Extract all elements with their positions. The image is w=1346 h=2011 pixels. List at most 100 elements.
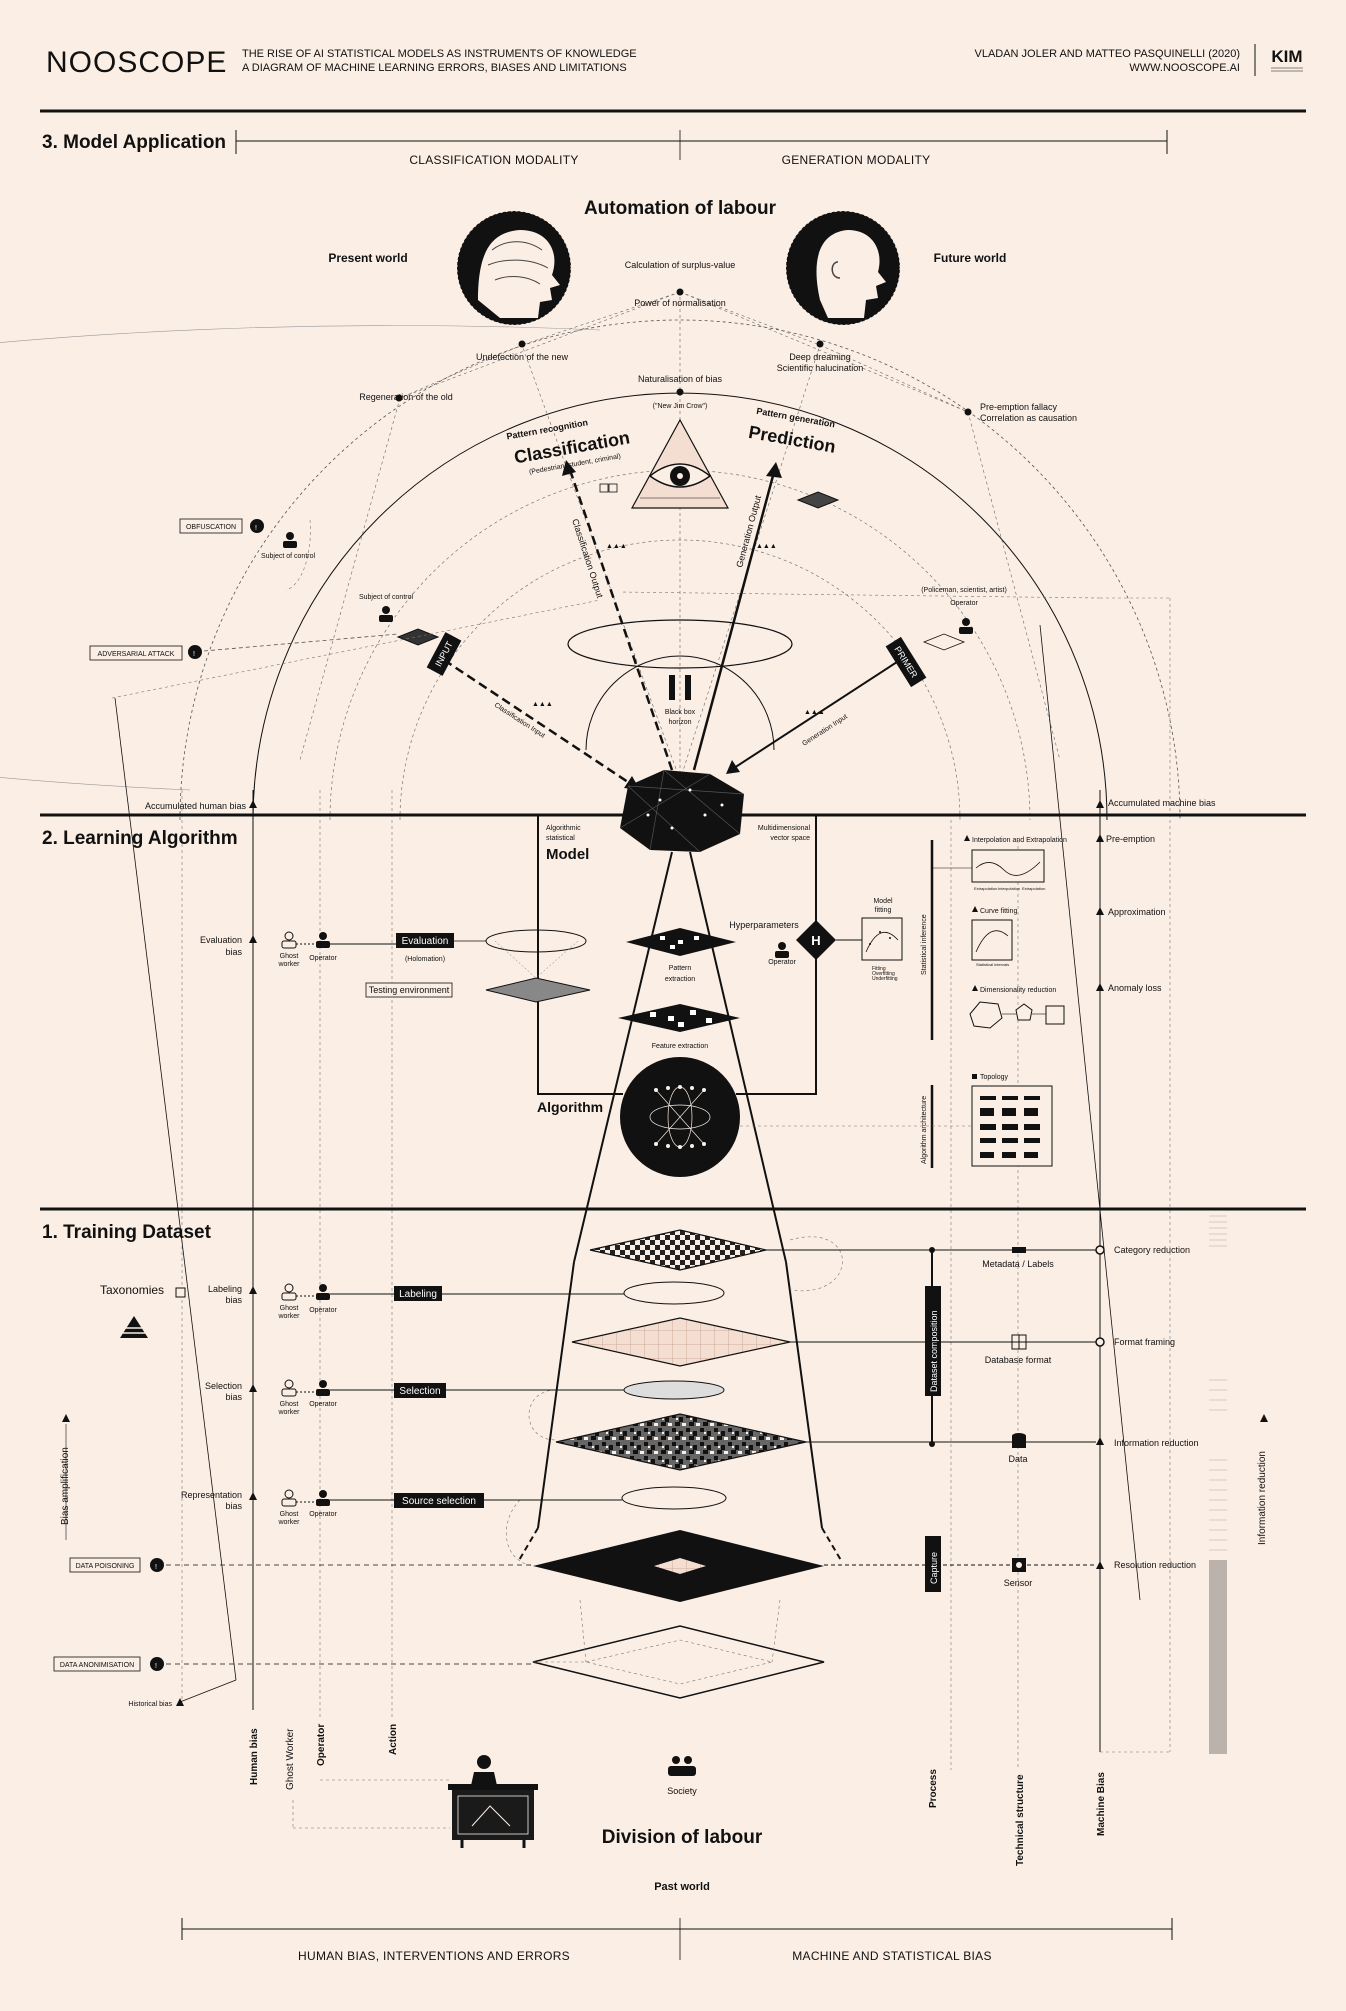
model-fitting-2: fitting xyxy=(875,907,892,914)
eye-pyramid-icon xyxy=(630,418,730,509)
scientific-hallucination: Scientific halucination xyxy=(777,363,864,373)
statistical-label: statistical xyxy=(546,835,575,842)
deep-dreaming: Deep dreaming xyxy=(789,352,851,362)
future-world-head-icon xyxy=(785,210,901,326)
svg-text:▲▲▲: ▲▲▲ xyxy=(532,701,553,708)
present-world: Present world xyxy=(328,251,407,265)
topology-grid-chart xyxy=(971,1085,1053,1167)
algorithm-architecture: Algorithm architecture xyxy=(921,1096,928,1164)
ghost-worker-source-2: worker xyxy=(277,1519,300,1526)
fitting-legend-1: Fitting xyxy=(872,966,886,972)
h-label: H xyxy=(811,933,820,948)
testing-environment-tag[interactable]: Testing environment xyxy=(365,982,453,998)
sensor-layer xyxy=(533,1530,824,1602)
interpolation-chart xyxy=(971,849,1045,883)
primer-tag[interactable]: PRIMER xyxy=(885,636,927,688)
society-icon xyxy=(668,1756,696,1776)
evaluation-button[interactable]: Evaluation xyxy=(396,933,454,948)
model-fitting-1: Model xyxy=(873,898,893,905)
footer-human-bias: HUMAN BIAS, INTERVENTIONS AND ERRORS xyxy=(298,1949,570,1963)
algorithm-label: Algorithm xyxy=(537,1099,603,1115)
statistical-intervals: Statistical intervals xyxy=(976,962,1009,967)
classification-modality: CLASSIFICATION MODALITY xyxy=(409,153,578,167)
subtitle-line-1: THE RISE OF AI STATISTICAL MODELS AS INS… xyxy=(242,48,637,60)
application-lens xyxy=(567,619,793,669)
subtitle-line-2: A DIAGRAM OF MACHINE LEARNING ERRORS, BI… xyxy=(242,62,627,74)
adversarial-attack-label: ADVERSARIAL ATTACK xyxy=(98,651,175,658)
subject-of-control-icon xyxy=(283,532,297,548)
ghost-worker-label-2: worker xyxy=(277,1313,300,1320)
operator-icon-application xyxy=(959,618,973,634)
labeling-bias-2: bias xyxy=(225,1295,242,1305)
anomaly-loss: Anomaly loss xyxy=(1108,983,1162,993)
adversarial-attack-tag[interactable]: ADVERSARIAL ATTACK xyxy=(89,645,183,661)
hyperparameter-h-button[interactable]: H xyxy=(796,920,836,960)
obfuscation-label: OBFUSCATION xyxy=(186,524,236,531)
operator-hyper: Operator xyxy=(768,959,796,966)
ghost-worker-icon-source xyxy=(281,1489,297,1507)
ghost-worker-label-1: Ghost xyxy=(280,1305,299,1312)
axis-technical-structure: Technical structure xyxy=(1015,1774,1026,1866)
website-link[interactable]: WWW.NOOSCOPE.AI xyxy=(1129,62,1240,74)
dataset-composition-tag[interactable]: Dataset composition xyxy=(925,1286,941,1396)
ghost-worker-select-2: worker xyxy=(277,1409,300,1416)
vector-space-label: vector space xyxy=(770,835,810,842)
interp-tick-2: Interpolation xyxy=(998,886,1020,891)
data-anonimisation-tag[interactable]: DATA ANONIMISATION xyxy=(53,1656,141,1672)
classification-output-arrow xyxy=(568,469,674,771)
data-anonimisation-icon[interactable] xyxy=(150,1657,164,1671)
fitting-legend-2: Overfitting xyxy=(872,971,895,977)
selection-bias-1: Selection xyxy=(205,1381,242,1391)
selection-lens xyxy=(623,1380,725,1400)
feature-extraction: Feature extraction xyxy=(652,1043,709,1050)
selection-label: Selection xyxy=(399,1386,440,1397)
source-selection-button[interactable]: Source selection xyxy=(394,1493,484,1508)
data-poisoning-tag[interactable]: DATA POISONING xyxy=(69,1557,141,1573)
axis-ghost-worker: Ghost Worker xyxy=(285,1728,296,1790)
axis-process: Process xyxy=(928,1769,939,1808)
reality-layer xyxy=(532,1625,825,1699)
capture-label: Capture xyxy=(929,1552,939,1584)
category-reduction: Category reduction xyxy=(1114,1245,1190,1255)
data-label: Data xyxy=(1008,1454,1027,1464)
adversarial-attack-icon[interactable] xyxy=(188,645,202,659)
subject-of-control-2: Subject of control xyxy=(359,594,414,601)
dataset-composition-label: Dataset composition xyxy=(929,1310,939,1392)
testing-environment-diamond xyxy=(485,977,591,1003)
fitting-legend-3: Underfitting xyxy=(872,976,898,982)
approximation: Approximation xyxy=(1108,907,1166,917)
automation-of-labour: Automation of labour xyxy=(584,198,777,219)
testing-environment-label: Testing environment xyxy=(369,985,450,995)
kim-logo: KIM xyxy=(1271,47,1302,66)
statistical-inference: Statistical inference xyxy=(921,914,928,975)
data-poisoning-icon[interactable] xyxy=(150,1558,164,1572)
labeling-button[interactable]: Labeling xyxy=(394,1286,442,1301)
information-reduction-axis: Information reduction xyxy=(1257,1451,1268,1545)
sensor-icon xyxy=(1012,1558,1026,1572)
data-layer xyxy=(555,1413,807,1471)
resolution-reduction: Resolution reduction xyxy=(1114,1560,1196,1570)
selection-bias-2: bias xyxy=(225,1392,242,1402)
obfuscation-attack-icon[interactable] xyxy=(250,519,264,533)
algorithm-circle-icon xyxy=(620,1057,740,1177)
svg-text:▲▲▲: ▲▲▲ xyxy=(756,543,777,550)
historical-bias: Historical bias xyxy=(128,1701,172,1708)
format-framing: Format framing xyxy=(1114,1337,1175,1347)
svg-text:!: ! xyxy=(255,525,257,532)
selection-button[interactable]: Selection xyxy=(394,1383,446,1398)
holomation: (Holomation) xyxy=(405,956,445,963)
axis-machine-bias: Machine Bias xyxy=(1096,1772,1107,1836)
operator-application: Operator xyxy=(950,600,978,607)
taxonomies: Taxonomies xyxy=(100,1283,164,1297)
data-cylinder-icon xyxy=(1012,1433,1026,1448)
operator-roles: (Policeman, scientist, artist) xyxy=(921,587,1007,594)
input-tag[interactable]: INPUT xyxy=(426,632,462,676)
capture-tag[interactable]: Capture xyxy=(925,1536,941,1592)
obfuscation-tag[interactable]: OBFUSCATION xyxy=(179,518,243,534)
axis-action: Action xyxy=(388,1724,399,1755)
future-world: Future world xyxy=(934,251,1007,265)
pre-emption-fallacy: Pre-emption fallacy xyxy=(980,402,1058,412)
representation-bias-2: bias xyxy=(225,1501,242,1511)
accumulated-human-bias: Accumulated human bias xyxy=(145,801,247,811)
